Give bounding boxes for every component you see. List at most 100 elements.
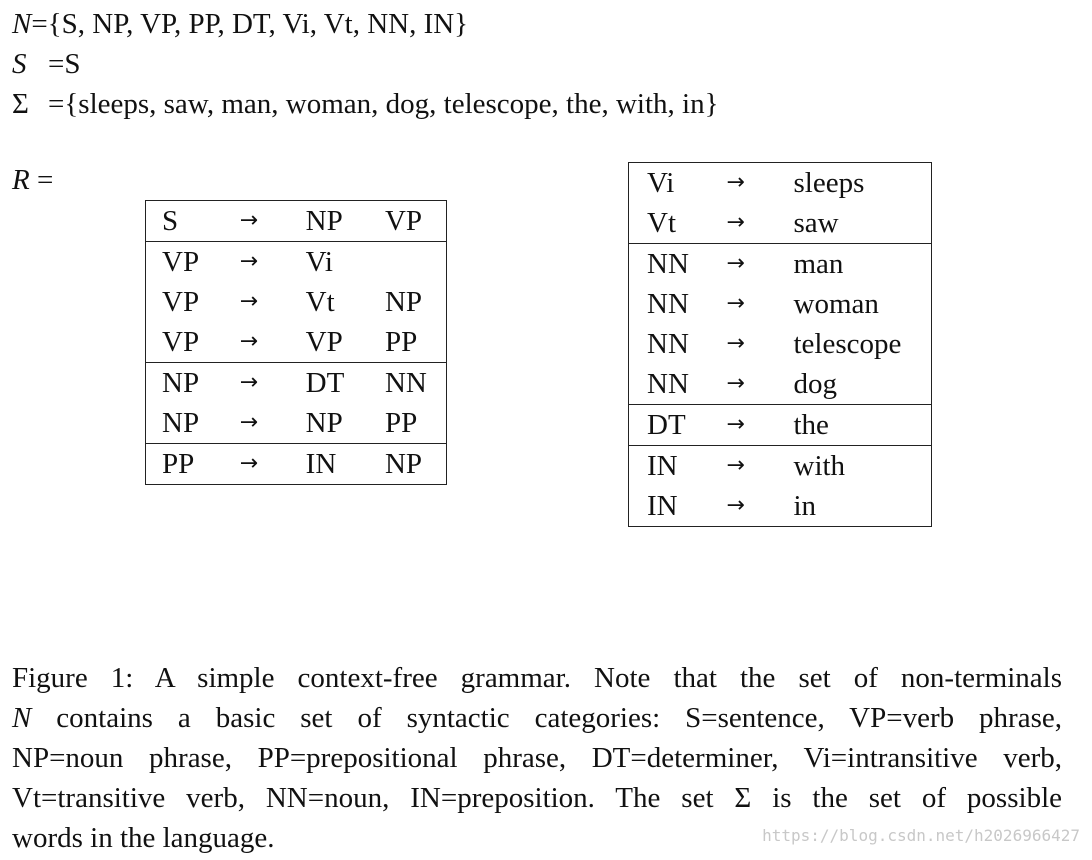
- rule-lhs: S: [162, 205, 179, 237]
- rule-row: IN → in: [629, 486, 932, 527]
- rule-rhs-1: Vi: [305, 246, 333, 278]
- start-symbol: S: [12, 48, 27, 80]
- rule-row: Vi→sleeps: [629, 163, 932, 204]
- rule-row: VP → Vt NP: [146, 282, 447, 322]
- rule-arrow-icon: →: [726, 371, 745, 396]
- rule-group: NP → DT NN NP → NP PP: [145, 362, 447, 444]
- rule-lhs: NP: [162, 407, 200, 439]
- start-value: S: [64, 48, 81, 80]
- rule-arrow-icon: →: [726, 210, 745, 235]
- terminals-definition: Σ = {sleeps, saw, man, woman, dog, telesc…: [12, 86, 719, 122]
- start-equals: =: [48, 48, 65, 80]
- rule-arrow-icon: →: [239, 451, 258, 476]
- rule-lhs: NN: [647, 368, 689, 400]
- rule-row: DT → the: [629, 405, 932, 446]
- sigma-equals: =: [48, 88, 65, 120]
- rule-lhs: Vt: [647, 207, 676, 239]
- rule-arrow-icon: →: [726, 170, 745, 195]
- terminals-set: {sleeps, saw, man, woman, dog, telescope…: [64, 88, 719, 120]
- rule-rhs-1: Vt: [305, 286, 335, 318]
- rule-rhs-1: with: [793, 450, 846, 482]
- rule-arrow-icon: →: [239, 289, 258, 314]
- rule-rhs-1: woman: [793, 288, 879, 320]
- nonterminals-set: {S, NP, VP, PP, DT, Vi, Vt, NN, IN}: [47, 8, 469, 40]
- rule-arrow-icon: →: [726, 493, 745, 518]
- rule-arrow-icon: →: [239, 249, 258, 274]
- rule-row: Vt → saw: [629, 203, 932, 244]
- rule-arrow-icon: →: [726, 412, 745, 437]
- rule-lhs: NN: [647, 248, 689, 280]
- rule-rhs-1: man: [793, 248, 844, 280]
- rule-lhs: IN: [647, 450, 678, 482]
- rule-arrow-icon: →: [726, 331, 745, 356]
- rules-label: R =: [12, 162, 53, 198]
- rule-rhs-2: PP: [384, 326, 418, 358]
- rule-row: NN → woman: [629, 284, 932, 324]
- rule-arrow-icon: →: [239, 370, 258, 395]
- rule-group: DT → the: [628, 404, 932, 446]
- rule-lhs: PP: [162, 448, 195, 480]
- rule-rhs-2: NP: [384, 448, 423, 480]
- rule-group: PP → IN NP: [145, 443, 447, 485]
- rule-arrow-icon: →: [726, 251, 745, 276]
- caption-line-2-text: contains a basic set of syntactic catego…: [31, 702, 1062, 734]
- rule-rhs-1: the: [793, 409, 829, 441]
- rule-rhs-1: telescope: [793, 328, 902, 360]
- nonterminals-symbol: N: [12, 8, 32, 40]
- caption-line-2: N contains a basic set of syntactic cate…: [12, 698, 1062, 738]
- nonterminals-definition: N = {S, NP, VP, PP, DT, Vi, Vt, NN, IN}: [12, 6, 468, 42]
- rule-lhs: NN: [647, 288, 689, 320]
- watermark-url: https://blog.csdn.net/h2026966427: [762, 826, 1080, 845]
- rule-row: PP → IN NP: [146, 444, 447, 485]
- rule-rhs-2: VP: [384, 205, 423, 237]
- nonterminals-equals: =: [31, 8, 48, 40]
- rule-row: VP → Vi: [146, 242, 447, 283]
- rule-rhs-2: NN: [384, 367, 427, 399]
- rule-arrow-icon: →: [726, 291, 745, 316]
- rule-rhs-1: VP: [305, 326, 343, 358]
- caption-n-symbol: N: [12, 702, 32, 734]
- rule-lhs: VP: [162, 286, 200, 318]
- rule-rhs-1: in: [793, 490, 817, 522]
- rule-row: NP → DT NN: [146, 363, 447, 404]
- rule-rhs-1: IN: [305, 448, 337, 480]
- start-symbol-definition: S= S: [12, 46, 81, 82]
- rule-row: NN → dog: [629, 364, 932, 405]
- rule-arrow-icon: →: [239, 208, 258, 233]
- rule-lhs: IN: [647, 490, 678, 522]
- rule-arrow-icon: →: [239, 410, 258, 435]
- rule-rhs-2: NP: [384, 286, 423, 318]
- rule-rhs-1: NP: [305, 407, 343, 439]
- rule-lhs: NN: [647, 328, 689, 360]
- rule-lhs: DT: [647, 409, 686, 441]
- rule-lhs: NP: [162, 367, 200, 399]
- rule-rhs-1: DT: [305, 367, 345, 399]
- rule-rhs-1: saw: [793, 207, 839, 239]
- rule-lhs: Vi: [647, 167, 675, 199]
- rule-row: NN → telescope: [629, 324, 932, 364]
- rule-row: VP → VP PP: [146, 322, 447, 363]
- sigma-symbol: Σ: [12, 88, 29, 120]
- rule-group: S → NP VP: [145, 200, 447, 242]
- rule-lhs: VP: [162, 326, 200, 358]
- rule-lhs: VP: [162, 246, 200, 278]
- rule-arrow-icon: →: [239, 329, 258, 354]
- rule-row: NN → man: [629, 244, 932, 285]
- figure-caption: Figure 1: A simple context-free grammar.…: [12, 658, 1062, 858]
- rule-row: S → NP VP: [146, 201, 447, 242]
- rule-row: IN → with: [629, 446, 932, 487]
- rule-row: NP → NP PP: [146, 403, 447, 444]
- rule-rhs-1: NP: [305, 205, 343, 237]
- rules-symbol: R: [12, 164, 30, 196]
- rule-arrow-icon: →: [726, 453, 745, 478]
- rules-equals: =: [29, 164, 54, 196]
- rule-rhs-2: PP: [384, 407, 418, 439]
- caption-line-3: NP=noun phrase, PP=prepositional phrase,…: [12, 742, 1062, 774]
- rule-rhs-1: dog: [793, 368, 838, 400]
